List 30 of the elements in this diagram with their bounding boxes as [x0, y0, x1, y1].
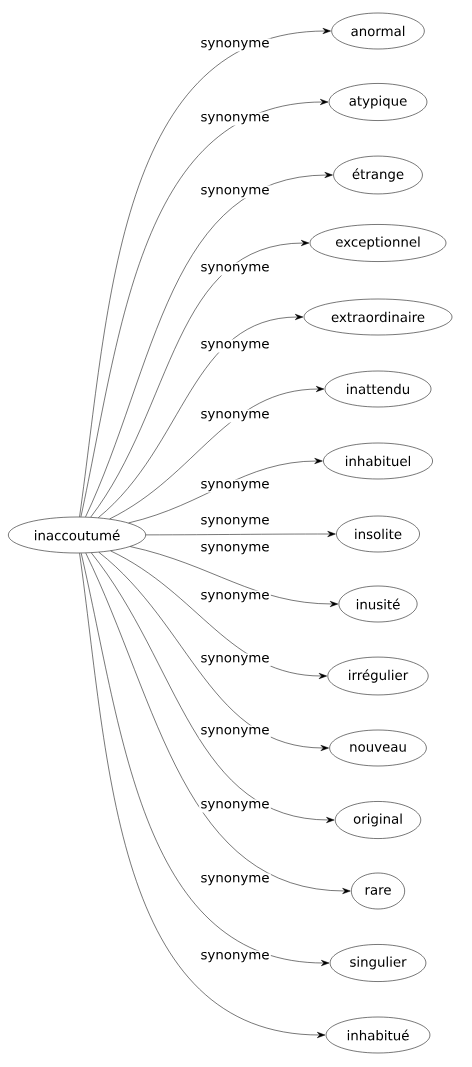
- edge-label: synonyme: [201, 263, 269, 275]
- arrow: [91, 552, 335, 823]
- arrow: [79, 553, 326, 1038]
- arrow: [85, 172, 333, 518]
- edge-label: synonyme: [201, 543, 269, 555]
- edge-label: synonyme: [201, 113, 269, 125]
- arrow: [109, 386, 325, 520]
- arrow: [98, 314, 304, 518]
- edge-label: synonyme: [201, 951, 269, 963]
- edge-label: synonyme: [201, 591, 269, 603]
- arrow: [85, 552, 351, 894]
- edge-label: synonyme: [201, 726, 269, 738]
- edge-label: synonyme: [201, 654, 269, 666]
- arrow: [79, 28, 331, 517]
- edge-label: synonyme: [201, 340, 269, 352]
- edge-label: synonyme: [201, 516, 269, 528]
- arrow: [128, 458, 323, 524]
- arrow: [110, 550, 327, 679]
- arrow: [80, 99, 329, 518]
- arrow: [90, 240, 310, 518]
- edge-label: synonyme: [201, 874, 269, 886]
- arrow: [80, 552, 330, 966]
- arrow: [145, 531, 336, 537]
- edge-label: synonyme: [201, 410, 269, 422]
- edge-label: synonyme: [201, 800, 269, 812]
- edge-label: synonyme: [201, 186, 269, 198]
- arrow: [130, 546, 339, 607]
- edge-label: synonyme: [201, 480, 269, 492]
- arrow: [98, 552, 329, 751]
- edge-label: synonyme: [201, 39, 269, 51]
